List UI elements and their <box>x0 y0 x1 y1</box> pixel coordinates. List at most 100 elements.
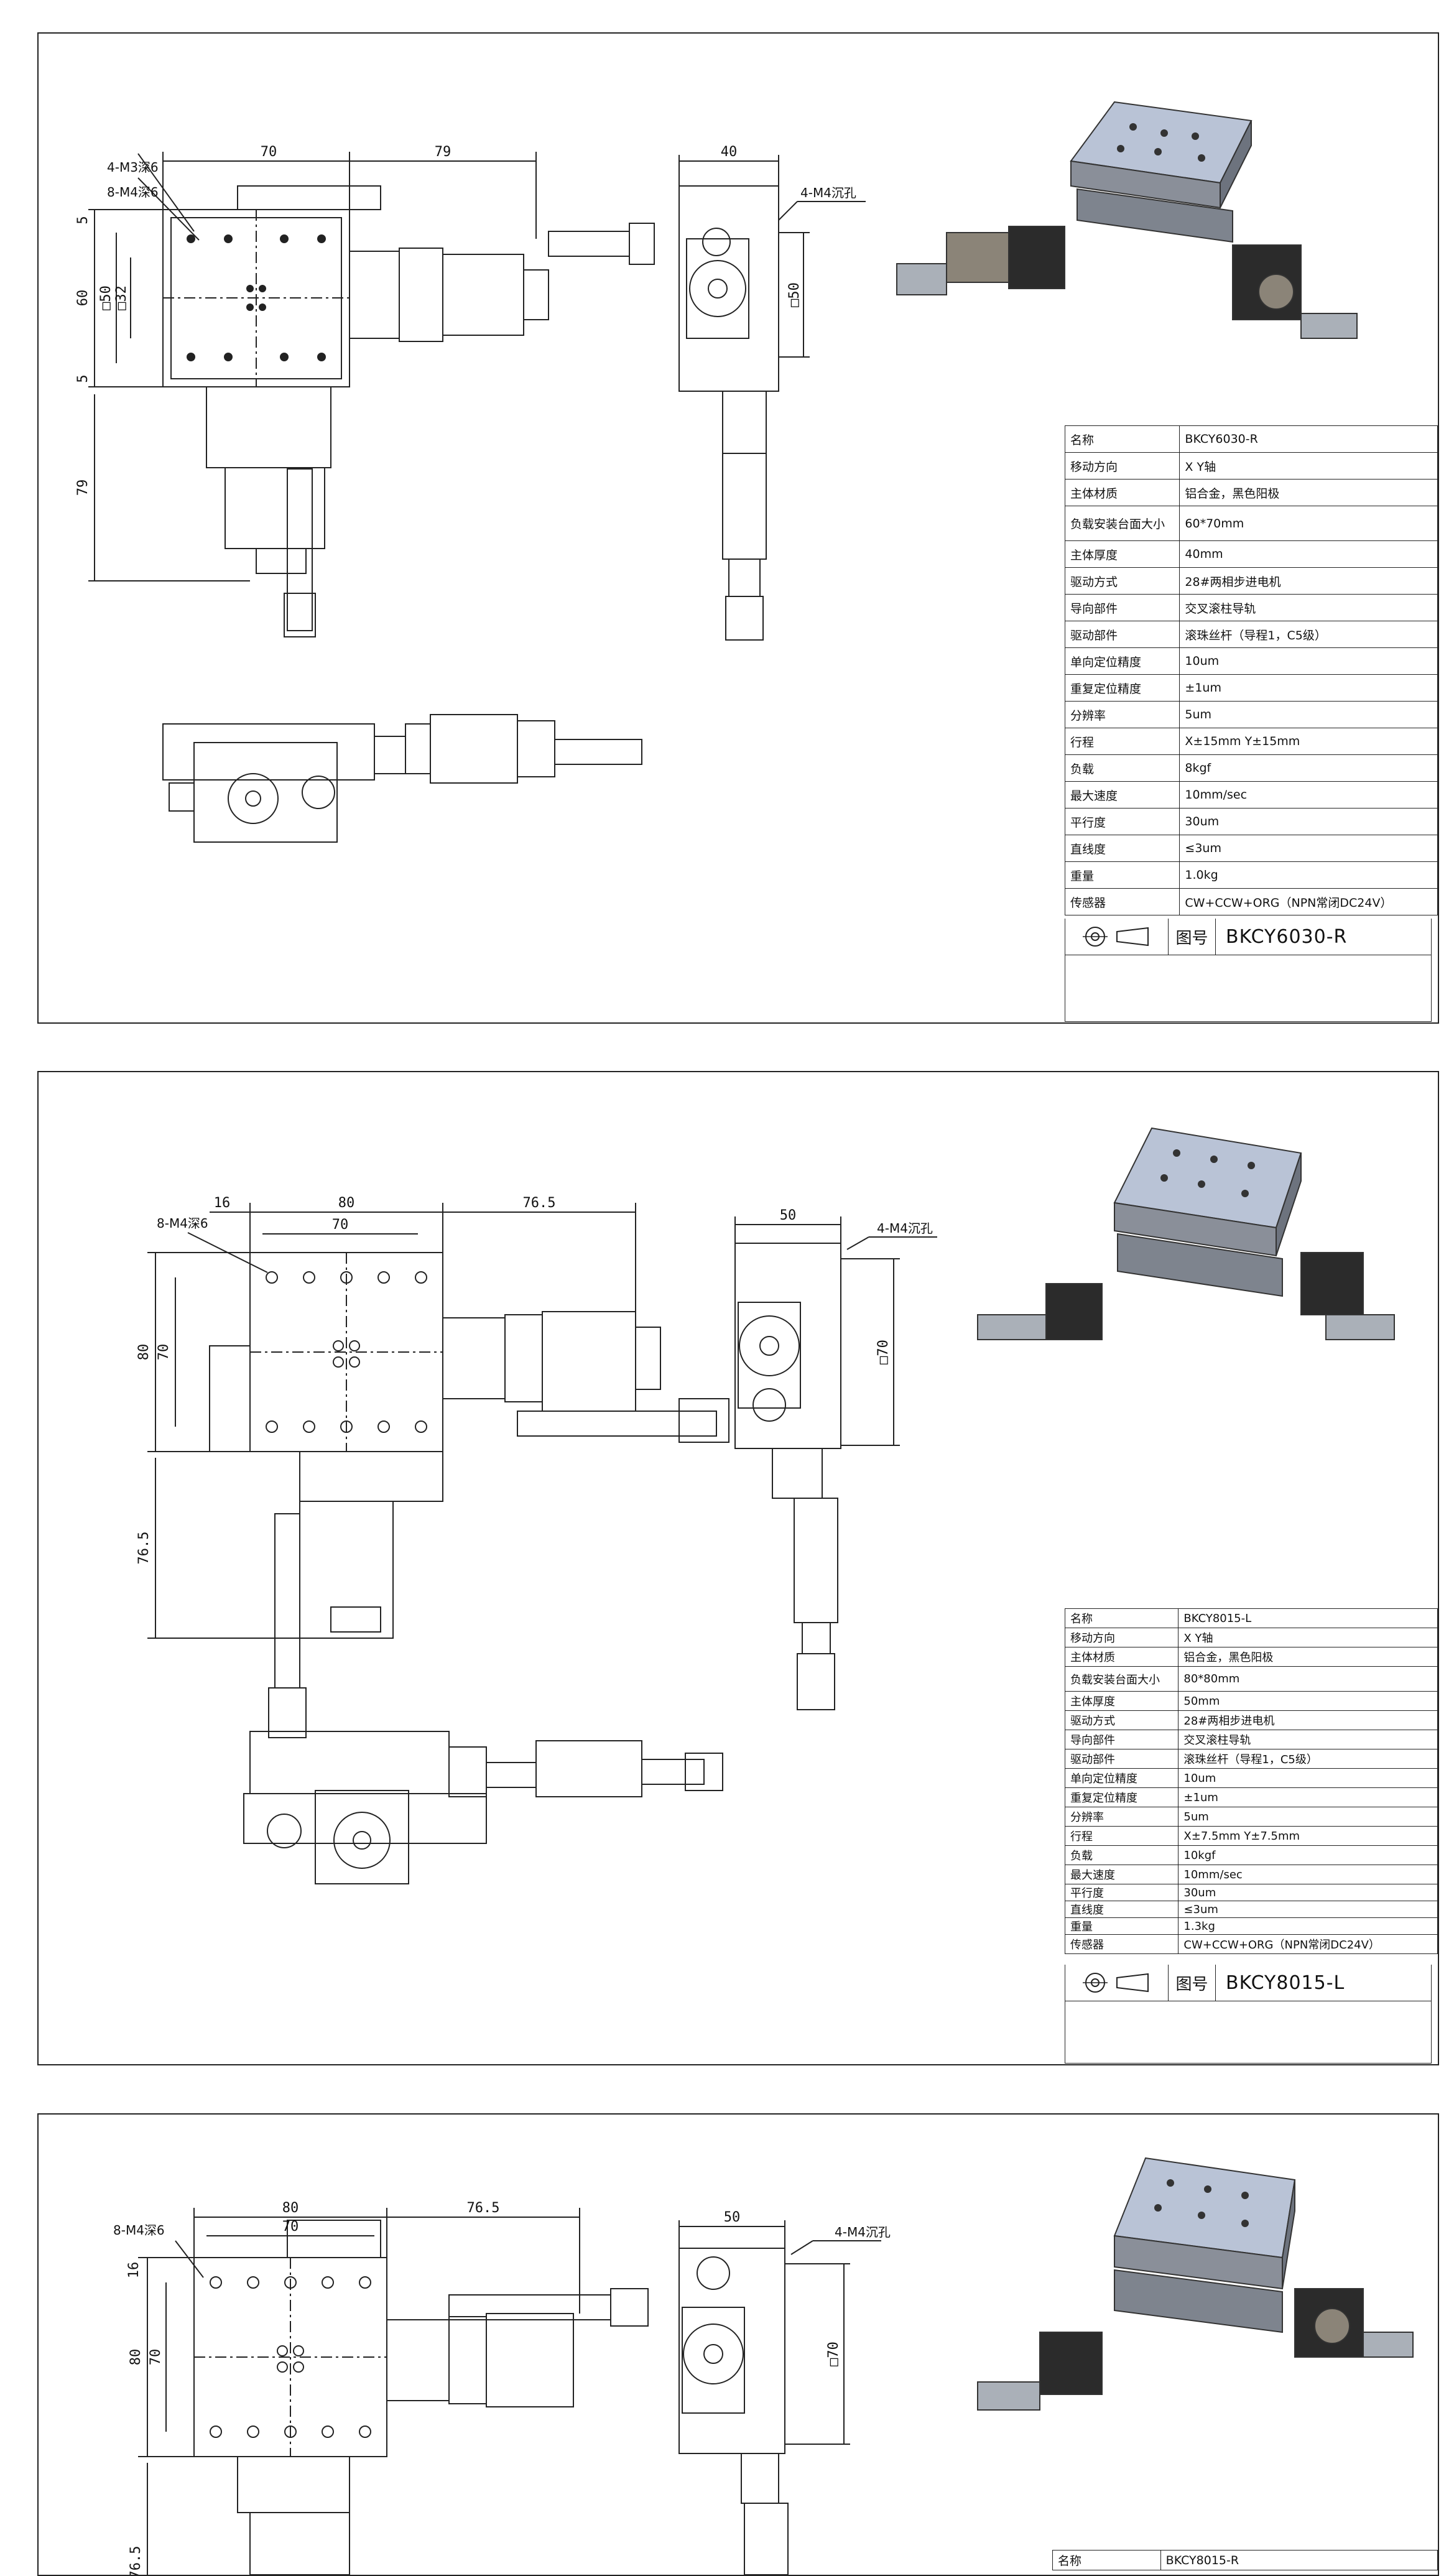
spec-value: BKCY8015-R <box>1160 2550 1438 2570</box>
spec-value: X Y轴 <box>1179 452 1438 480</box>
dim-inner-height: 70 <box>156 1344 172 1361</box>
spec-value: 80*80mm <box>1178 1666 1438 1692</box>
spec-key: 行程 <box>1064 728 1180 755</box>
dim-inner-width: 70 <box>332 1217 349 1233</box>
spec-value: 交叉滚柱导轨 <box>1178 1730 1438 1749</box>
dim-side-square: □50 <box>787 282 802 307</box>
note-hole-m4: 8-M4深6 <box>157 1216 208 1231</box>
dim-margin-bottom: 5 <box>75 374 91 382</box>
spec-key: 负载安装台面大小 <box>1064 1666 1179 1692</box>
spec-value: 10mm/sec <box>1178 1865 1438 1884</box>
note-side-countersink: 4-M4沉孔 <box>877 1221 933 1236</box>
note-hole-m4: 8-M4深6 <box>113 2223 165 2238</box>
spec-value: 60*70mm <box>1179 506 1438 541</box>
spec-value: 滚珠丝杆（导程1，C5级） <box>1179 621 1438 648</box>
spec-key: 单向定位精度 <box>1064 647 1180 675</box>
dim-lower-length: 76.5 <box>128 2546 144 2575</box>
product-3d-render-1 <box>896 101 1358 339</box>
dim-motor-offset: 79 <box>435 144 451 160</box>
spec-key: 驱动方式 <box>1064 567 1180 595</box>
dim-front-height: 80 <box>136 1344 152 1361</box>
orthographic-views-1: 70 79 60 □50 □32 5 5 79 4-M3深6 8-M4深6 40… <box>75 144 866 843</box>
spec-value: 10kgf <box>1178 1845 1438 1865</box>
projection-symbol-icon <box>1082 927 1149 947</box>
spec-key: 导向部件 <box>1064 1730 1179 1749</box>
dim-motor-offset: 76.5 <box>523 1195 556 1211</box>
spec-value: 30um <box>1179 808 1438 835</box>
spec-key: 主体厚度 <box>1064 1691 1179 1711</box>
projection-symbol-icon <box>1082 1973 1149 1993</box>
drawing-number-label: 图号 <box>1169 1965 1216 2001</box>
spec-value: 1.0kg <box>1179 861 1438 889</box>
spec-key: 直线度 <box>1064 1901 1179 1918</box>
dim-lower-length: 79 <box>75 480 91 496</box>
spec-key: 最大速度 <box>1064 781 1180 808</box>
spec-value: 28#两相步进电机 <box>1179 567 1438 595</box>
projection-symbol <box>1065 919 1169 955</box>
orthographic-views-3: 80 76.5 70 16 80 70 76.5 8-M4深6 50 4-M4沉… <box>113 2200 891 2575</box>
spec-key: 平行度 <box>1064 1884 1179 1901</box>
spec-key: 重量 <box>1064 1917 1179 1935</box>
spec-key: 导向部件 <box>1064 594 1180 621</box>
spec-key: 移动方向 <box>1064 452 1180 480</box>
spec-key: 传感器 <box>1064 888 1180 915</box>
spec-key: 直线度 <box>1064 835 1180 862</box>
spec-value: 50mm <box>1178 1691 1438 1711</box>
spec-value: X±7.5mm Y±7.5mm <box>1178 1826 1438 1846</box>
drawing-sheet-1: 70 79 60 □50 □32 5 5 79 4-M3深6 8-M4深6 40… <box>37 32 1439 1024</box>
dim-inner-square: □50 <box>98 285 114 310</box>
drawing-number-label: 图号 <box>1169 919 1216 955</box>
spec-value: ≤3um <box>1179 835 1438 862</box>
spec-key: 传感器 <box>1064 1934 1179 1954</box>
spec-value: 铝合金，黑色阳极 <box>1178 1647 1438 1667</box>
spec-key: 负载安装台面大小 <box>1064 506 1180 541</box>
dim-flange: 16 <box>214 1195 231 1211</box>
projection-symbol <box>1065 1965 1169 2001</box>
product-3d-render-2 <box>977 1127 1395 1340</box>
dim-inner-height: 70 <box>148 2349 164 2366</box>
spec-key: 行程 <box>1064 1826 1179 1846</box>
spec-value: X±15mm Y±15mm <box>1179 728 1438 755</box>
spec-key: 重复定位精度 <box>1064 1787 1179 1807</box>
dim-flange: 16 <box>126 2262 142 2279</box>
spec-value: 10um <box>1178 1768 1438 1788</box>
dim-inner-width: 70 <box>282 2219 299 2235</box>
spec-value: 交叉滚柱导轨 <box>1179 594 1438 621</box>
spec-value: CW+CCW+ORG（NPN常闭DC24V） <box>1178 1934 1438 1954</box>
spec-key: 负载 <box>1064 1845 1179 1865</box>
drawing-sheet-2: 16 80 76.5 70 80 70 76.5 8-M4深6 50 4-M4沉… <box>37 1071 1439 2065</box>
dim-side-square: □70 <box>876 1340 891 1364</box>
spec-key: 重量 <box>1064 861 1180 889</box>
note-hole-m4: 8-M4深6 <box>107 185 159 200</box>
spec-key: 移动方向 <box>1064 1628 1179 1647</box>
dim-front-width: 80 <box>282 2200 299 2216</box>
drawing-number: BKCY6030-R <box>1226 925 1348 948</box>
note-hole-m3: 4-M3深6 <box>107 160 159 175</box>
spec-key: 驱动部件 <box>1064 1749 1179 1769</box>
dim-front-height: 80 <box>128 2349 144 2366</box>
spec-key: 主体材质 <box>1064 1647 1179 1667</box>
dim-margin-top: 5 <box>75 216 91 224</box>
dim-front-height: 60 <box>75 290 91 307</box>
dim-side-width: 40 <box>721 144 738 160</box>
drawing-number: BKCY8015-L <box>1226 1971 1345 1994</box>
spec-value: 1.3kg <box>1178 1917 1438 1935</box>
spec-key: 名称 <box>1052 2550 1161 2570</box>
spec-key: 重复定位精度 <box>1064 674 1180 702</box>
spec-value: X Y轴 <box>1178 1628 1438 1647</box>
spec-value: BKCY6030-R <box>1179 425 1438 453</box>
spec-value: ±1um <box>1179 674 1438 702</box>
spec-key: 分辨率 <box>1064 1807 1179 1827</box>
dim-lower-length: 76.5 <box>136 1532 152 1565</box>
title-block-1: 图号 BKCY6030-R <box>1065 919 1432 1022</box>
spec-key: 驱动方式 <box>1064 1710 1179 1730</box>
note-side-countersink: 4-M4沉孔 <box>800 185 856 200</box>
spec-key: 平行度 <box>1064 808 1180 835</box>
spec-key: 分辨率 <box>1064 701 1180 728</box>
spec-value: 10mm/sec <box>1179 781 1438 808</box>
spec-value: 28#两相步进电机 <box>1178 1710 1438 1730</box>
dim-side-square: □70 <box>826 2342 841 2366</box>
spec-value: ±1um <box>1178 1787 1438 1807</box>
